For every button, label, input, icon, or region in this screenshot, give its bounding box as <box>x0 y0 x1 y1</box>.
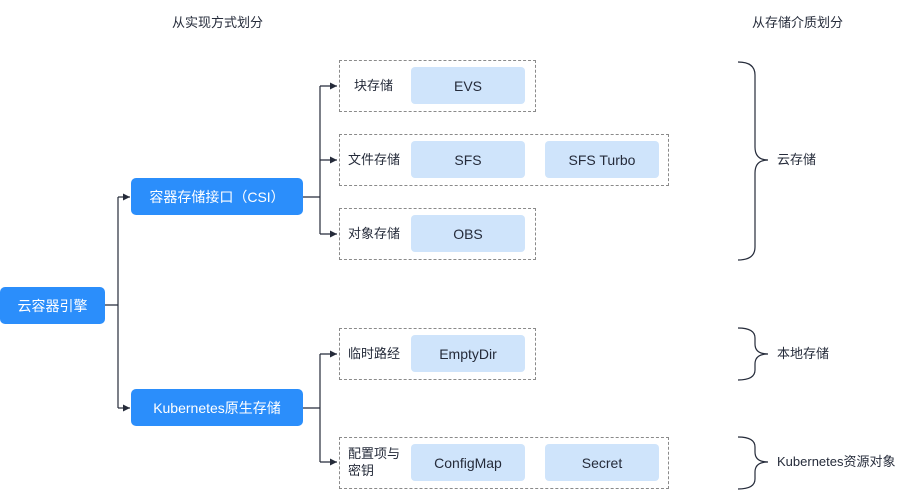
block-storage-label: 块存储 <box>354 78 394 93</box>
block-storage-group <box>339 60 536 112</box>
csi-connector <box>303 86 321 234</box>
native-storage-node: Kubernetes原生存储 <box>131 389 303 426</box>
brace-local <box>737 327 769 381</box>
category-cloud-storage: 云存储 <box>777 152 817 167</box>
evs-pill: EVS <box>411 67 525 104</box>
category-k8s-objects: Kubernetes资源对象 <box>777 454 896 469</box>
root-connector <box>105 197 119 408</box>
temp-path-label: 临时路经 <box>348 346 401 361</box>
native-connector <box>303 354 321 462</box>
root-node: 云容器引擎 <box>0 287 105 324</box>
secret-pill: Secret <box>545 444 659 481</box>
brace-cloud <box>737 61 769 261</box>
sfs-pill: SFS <box>411 141 525 178</box>
config-secret-group <box>339 437 669 489</box>
config-secret-label-line1: 配置项与 <box>348 446 401 461</box>
config-secret-label-line2: 密钥 <box>348 463 375 478</box>
csi-node: 容器存储接口（CSI） <box>131 178 303 215</box>
object-storage-label: 对象存储 <box>348 226 401 241</box>
obs-pill: OBS <box>411 215 525 252</box>
brace-k8s <box>737 436 769 490</box>
header-implementation: 从实现方式划分 <box>172 15 264 30</box>
emptydir-pill: EmptyDir <box>411 335 525 372</box>
object-storage-group <box>339 208 536 260</box>
file-storage-group <box>339 134 669 186</box>
configmap-pill: ConfigMap <box>411 444 525 481</box>
header-storage-medium: 从存储介质划分 <box>752 15 844 30</box>
sfs-turbo-pill: SFS Turbo <box>545 141 659 178</box>
category-local-storage: 本地存储 <box>777 346 830 361</box>
file-storage-label: 文件存储 <box>348 152 401 167</box>
temp-path-group <box>339 328 536 380</box>
